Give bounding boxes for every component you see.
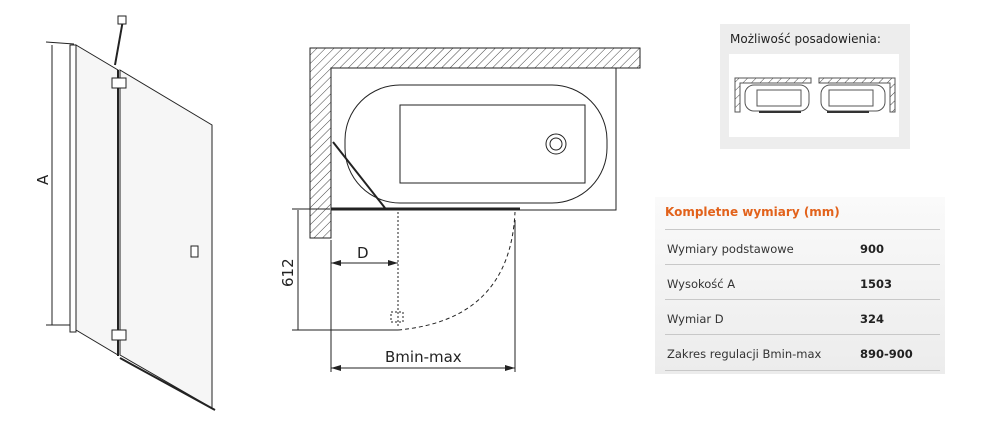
label-d: D — [357, 244, 369, 262]
label-bminmax: Bmin-max — [385, 348, 462, 366]
installation-options-panel: Możliwość posadowienia: — [720, 24, 910, 149]
table-row: Wymiary podstawowe 900 — [665, 229, 940, 265]
table-row: Wymiar D 324 — [665, 299, 940, 335]
installation-options-image — [729, 54, 899, 137]
row-label: Wysokość A — [667, 277, 736, 291]
table-row: Zakres regulacji Bmin-max 890-900 — [665, 334, 940, 370]
row-value: 890-900 — [860, 347, 913, 361]
label-a: A — [34, 174, 52, 185]
row-label: Zakres regulacji Bmin-max — [667, 347, 822, 361]
dimensions-table: Kompletne wymiary (mm) Wymiary podstawow… — [655, 197, 945, 374]
row-label: Wymiary podstawowe — [667, 242, 794, 256]
label-612: 612 — [279, 258, 297, 287]
dimensions-title: Kompletne wymiary (mm) — [665, 205, 840, 219]
front-view — [45, 15, 216, 411]
row-value: 900 — [860, 242, 885, 256]
row-value: 324 — [860, 312, 885, 326]
divider — [665, 370, 940, 371]
table-row: Wysokość A 1503 — [665, 264, 940, 300]
row-label: Wymiar D — [667, 312, 724, 326]
installation-title: Możliwość posadowienia: — [730, 32, 881, 46]
bathtub-variants-icon — [734, 77, 896, 113]
row-value: 1503 — [860, 277, 893, 291]
plan-view — [292, 47, 641, 372]
